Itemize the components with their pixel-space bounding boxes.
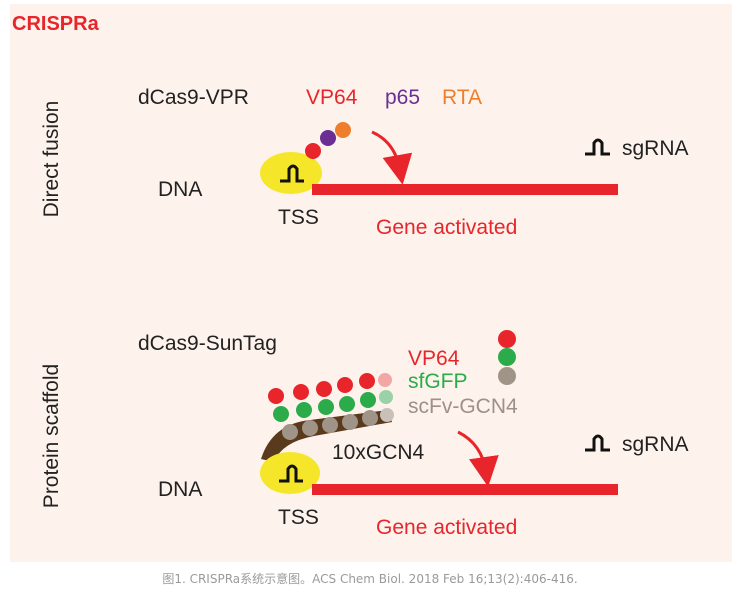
panel-protein-scaffold: Protein scaffold dCas9-SunTag VP64 sfGFP… — [40, 330, 689, 539]
scaffold-label: 10xGCN4 — [332, 441, 425, 464]
dna-strand — [312, 184, 618, 195]
figure-title: CRISPRa — [12, 13, 100, 35]
tss-label: TSS — [278, 206, 319, 229]
sgrna-label: sgRNA — [622, 137, 689, 160]
construct-label: dCas9-SunTag — [138, 332, 277, 355]
domain-label-p65: p65 — [385, 86, 420, 109]
activation-arrow-icon — [371, 130, 413, 185]
domain-label-rta: RTA — [442, 86, 482, 109]
construct-label: dCas9-VPR — [138, 86, 249, 109]
activation-arrow-icon — [457, 430, 499, 487]
vp64-legend-dot — [498, 330, 516, 348]
legend-label-sfgfp: sfGFP — [408, 370, 468, 393]
side-label-direct-fusion: Direct fusion — [40, 101, 63, 218]
dna-label: DNA — [158, 478, 202, 501]
dcas9-protein — [260, 152, 322, 194]
panel-direct-fusion: Direct fusion dCas9-VPR VP64 p65 RTA DNA… — [40, 86, 689, 239]
sgrna-hairpin-icon — [279, 464, 303, 483]
sgrna-label: sgRNA — [622, 433, 689, 456]
legend-label-scfv-gcn4: scFv-GCN4 — [408, 395, 518, 418]
suntag-array — [268, 373, 394, 440]
domain-label-vp64: VP64 — [306, 86, 358, 109]
diagram-canvas: CRISPRa Direct fusion dCas9-VPR VP64 p65… — [12, 13, 689, 539]
sgrna-legend-icon — [585, 138, 610, 156]
p65-domain — [320, 130, 336, 146]
gene-activated-label: Gene activated — [376, 216, 517, 239]
gcn4-scaffold — [261, 410, 392, 462]
dna-label: DNA — [158, 178, 202, 201]
figure-caption: 图1. CRISPRa系统示意图。ACS Chem Biol. 2018 Feb… — [162, 572, 578, 586]
sfgfp-legend-dot — [498, 348, 516, 366]
gene-activated-label: Gene activated — [376, 516, 517, 539]
sgrna-hairpin-icon — [280, 164, 304, 183]
side-label-protein-scaffold: Protein scaffold — [40, 364, 63, 508]
vp64-domain — [305, 143, 321, 159]
crispra-figure: CRISPRa Direct fusion dCas9-VPR VP64 p65… — [10, 4, 732, 562]
sgrna-legend-icon — [585, 434, 610, 452]
rta-domain — [335, 122, 351, 138]
dcas9-protein — [260, 452, 320, 494]
scfv-legend-dot — [498, 367, 516, 385]
dna-strand — [312, 484, 618, 495]
tss-label: TSS — [278, 506, 319, 529]
legend-label-vp64: VP64 — [408, 347, 460, 370]
